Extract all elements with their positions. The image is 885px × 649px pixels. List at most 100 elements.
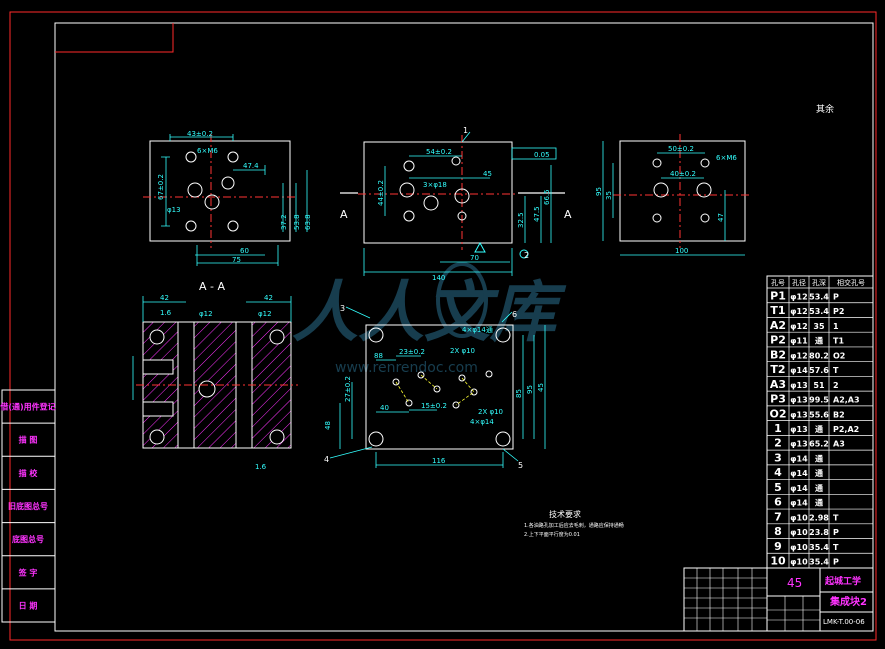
watermark-logo-ring bbox=[436, 262, 488, 338]
hole-table-cell: 2 bbox=[774, 437, 782, 450]
section-hole bbox=[149, 429, 165, 445]
top-hole bbox=[423, 195, 439, 211]
top-tol-label: 0.05 bbox=[534, 151, 550, 159]
hole-table-cell: 7 bbox=[774, 510, 782, 523]
front-hole bbox=[187, 182, 203, 198]
hole-table-cell: φ13 bbox=[790, 440, 807, 449]
hole-table-header: 孔号 bbox=[771, 279, 785, 287]
tech-req-line: 1.各油路孔加工后应去毛刺，通路应保持通畅 bbox=[524, 522, 624, 529]
corner-roughness-note: 其余 bbox=[816, 103, 834, 115]
front-hole bbox=[204, 194, 220, 210]
front-dim-h2-label: 37.2 bbox=[280, 214, 288, 230]
section-hole bbox=[149, 329, 165, 345]
section-hole bbox=[269, 329, 285, 345]
side-dim-h3-label: 47 bbox=[717, 213, 725, 222]
bottom-outline bbox=[365, 324, 514, 450]
tech-req-title: 技术要求 bbox=[549, 509, 581, 519]
hole-table-cell: 6 bbox=[774, 496, 782, 509]
front-dim-h4-label: 63.8 bbox=[304, 214, 312, 230]
top-cbore-label: 3×φ18 bbox=[423, 181, 447, 189]
bottom-callout2-label: 2X φ10 bbox=[478, 408, 503, 416]
hole-table-cell: φ10 bbox=[790, 543, 808, 552]
sheet-border bbox=[9, 11, 877, 641]
top-dim-h2-label: 47.5 bbox=[533, 206, 541, 222]
bottom-small-hole bbox=[433, 385, 441, 393]
bottom-dim-d3-label: 40 bbox=[380, 404, 389, 412]
balloon-2: 2 bbox=[524, 251, 529, 260]
front-dim-right-label: 47.4 bbox=[243, 162, 259, 170]
bottom-small-hole bbox=[452, 401, 460, 409]
hole-table-cell: 35.4 bbox=[809, 558, 829, 567]
bottom-small-hole bbox=[485, 370, 493, 378]
side-dim-overall-label: 100 bbox=[675, 247, 688, 255]
side-hole bbox=[653, 182, 669, 198]
front-outline bbox=[149, 140, 291, 242]
hole-table-cell: 55.6 bbox=[809, 410, 829, 419]
hole-table-cell: φ11 bbox=[790, 337, 808, 346]
top-tolerance-frame bbox=[511, 147, 557, 160]
front-hole bbox=[185, 151, 197, 163]
top-hole bbox=[451, 156, 461, 166]
title-block-grid bbox=[684, 568, 820, 631]
balloon-6: 6 bbox=[512, 310, 517, 319]
section-dim-w1-label: 42 bbox=[160, 294, 169, 302]
top-dim-top bbox=[409, 155, 490, 179]
bottom-holes-label: 4×φ14通 bbox=[462, 325, 493, 334]
top-hole bbox=[454, 188, 470, 204]
left-strip-label: 签 字 bbox=[18, 567, 38, 577]
section-label: A - A bbox=[199, 280, 225, 293]
bottom-callout3-label: 4×φ14 bbox=[470, 418, 494, 426]
hole-table-cell: 2 bbox=[833, 381, 839, 390]
hole-table-cell: O2 bbox=[833, 351, 845, 360]
hole-table-cell: P2,A2 bbox=[833, 425, 859, 434]
front-dim-right-v bbox=[282, 170, 308, 232]
hole-table-cell: 53.4 bbox=[809, 292, 829, 301]
bottom-dim-d5-label: 116 bbox=[432, 457, 446, 465]
side-view: 50±0.2 40±0.2 6×M6 100 95 35 47 bbox=[595, 134, 752, 256]
watermark: 人人文库 www.renrendoc.com bbox=[292, 262, 567, 376]
bottom-callout1-label: 2X φ10 bbox=[450, 347, 475, 355]
hole-table-cell: φ12 bbox=[790, 292, 807, 301]
section-channel bbox=[142, 401, 174, 417]
bottom-dim-h3-label: 95 bbox=[526, 385, 534, 394]
front-hole bbox=[221, 176, 235, 190]
front-thread-label: 6×M6 bbox=[197, 147, 218, 155]
section-dim-l-label: 1.6 bbox=[160, 309, 172, 317]
hole-table-cell: φ14 bbox=[790, 499, 808, 508]
top-dim-h1-label: 44±0.2 bbox=[377, 180, 385, 206]
front-dim-right bbox=[233, 165, 266, 175]
hole-table-cell: 通 bbox=[815, 424, 823, 434]
top-dim-w3-label: 70 bbox=[470, 254, 479, 262]
side-dim-w2-label: 40±0.2 bbox=[670, 170, 696, 178]
title-block: 45 起城工学 集成块2 LMK-T.00-06 bbox=[683, 567, 874, 632]
hole-table-cell: φ10 bbox=[790, 513, 808, 522]
bottom-corner-hole bbox=[368, 431, 384, 447]
watermark-domain: www.renrendoc.com bbox=[335, 360, 478, 376]
side-dim-h2-label: 35 bbox=[605, 191, 613, 200]
bottom-leader bbox=[329, 306, 519, 462]
top-dim-w2-label: 45 bbox=[483, 170, 492, 178]
drawing-no-label: LMK-T.00-06 bbox=[823, 618, 865, 626]
top-left-code-box bbox=[55, 23, 174, 53]
bottom-dim-inner bbox=[376, 355, 437, 413]
front-dim-h3-label: 53.8 bbox=[293, 214, 301, 230]
hole-table-cell: φ13 bbox=[790, 410, 807, 419]
balloon-3: 3 bbox=[340, 304, 345, 313]
side-outline bbox=[619, 140, 746, 242]
technical-requirements: 技术要求 1.各油路孔加工后应去毛刺，通路应保持通畅 2.上下平面平行度为0.0… bbox=[524, 509, 624, 538]
left-strip-frame bbox=[1, 389, 56, 623]
hole-table-cell: φ12 bbox=[790, 322, 807, 331]
hole-table-cell: 80.2 bbox=[809, 351, 829, 360]
top-hole bbox=[403, 160, 415, 172]
side-thread-label: 6×M6 bbox=[716, 154, 737, 162]
hole-table-cell: φ13 bbox=[790, 425, 807, 434]
side-hole bbox=[700, 213, 710, 223]
section-mark-right: A bbox=[564, 208, 572, 221]
front-hole bbox=[227, 151, 239, 163]
bottom-dim-right bbox=[522, 325, 546, 449]
hole-table-cell: 8 bbox=[774, 525, 782, 538]
bottom-dim-d2-label: 23±0.2 bbox=[399, 348, 425, 356]
left-strip-label: 借(通)用件登记 bbox=[0, 402, 56, 412]
